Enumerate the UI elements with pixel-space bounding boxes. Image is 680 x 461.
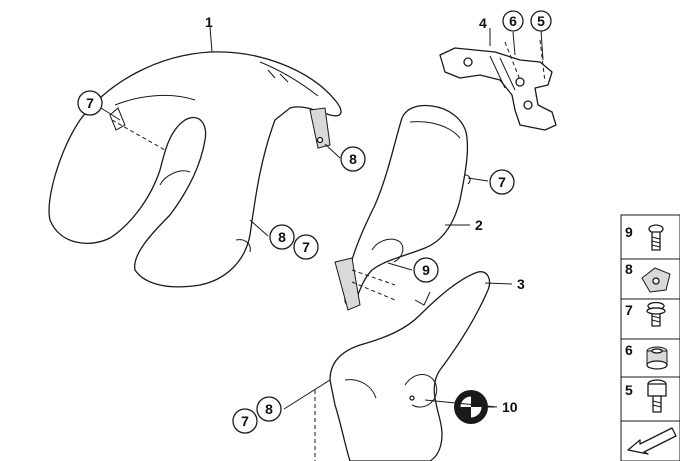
svg-text:8: 8: [265, 401, 273, 417]
svg-text:7: 7: [241, 413, 249, 429]
callout-7-mudguard-lower: 7: [293, 234, 319, 260]
callout-8-mudguard: 8: [340, 146, 366, 172]
callout-8-mudguard-lower: 8: [269, 224, 295, 250]
callout-7-panel: 7: [232, 408, 258, 434]
callout-5: 5: [530, 10, 552, 32]
svg-text:8: 8: [349, 151, 357, 167]
callout-8-panel: 8: [256, 396, 282, 422]
svg-text:7: 7: [498, 174, 506, 190]
roundel-emblem-icon: [454, 390, 488, 424]
grommet-icon: [646, 346, 668, 370]
svg-text:7: 7: [302, 239, 310, 255]
legend-label-6: 6: [625, 342, 633, 358]
svg-text:5: 5: [537, 13, 545, 29]
callout-3: 3: [517, 276, 525, 292]
legend-panel: 9 8 7 6 5: [620, 214, 680, 461]
legend-label-9: 9: [625, 224, 633, 240]
clip-nut-icon: [641, 267, 671, 293]
callout-4: 4: [479, 15, 487, 31]
callout-7-mudguard: 7: [77, 90, 103, 116]
leader-lines: [100, 26, 544, 461]
svg-text:9: 9: [422, 262, 430, 278]
callout-9: 9: [413, 257, 439, 283]
part-2-side-cover: [334, 104, 471, 311]
callout-1: 1: [205, 14, 213, 30]
collar-screw-icon: [647, 379, 667, 413]
screw-icon: [648, 224, 664, 251]
svg-text:8: 8: [278, 229, 286, 245]
part-3-lower-panel: [329, 271, 491, 461]
part-4-bracket: [439, 39, 557, 131]
callout-2: 2: [475, 217, 483, 233]
legend-label-7: 7: [625, 302, 633, 318]
bolt-icon: [646, 301, 666, 327]
callout-10: 10: [502, 399, 518, 415]
legend-label-8: 8: [625, 261, 633, 277]
callout-7-cover: 7: [489, 169, 515, 195]
part-1-front-mudguard: [48, 51, 342, 288]
arrow-icon: [627, 427, 677, 455]
legend-label-5: 5: [625, 382, 633, 398]
svg-text:7: 7: [86, 95, 94, 111]
svg-text:6: 6: [509, 13, 517, 29]
callout-6: 6: [502, 10, 524, 32]
